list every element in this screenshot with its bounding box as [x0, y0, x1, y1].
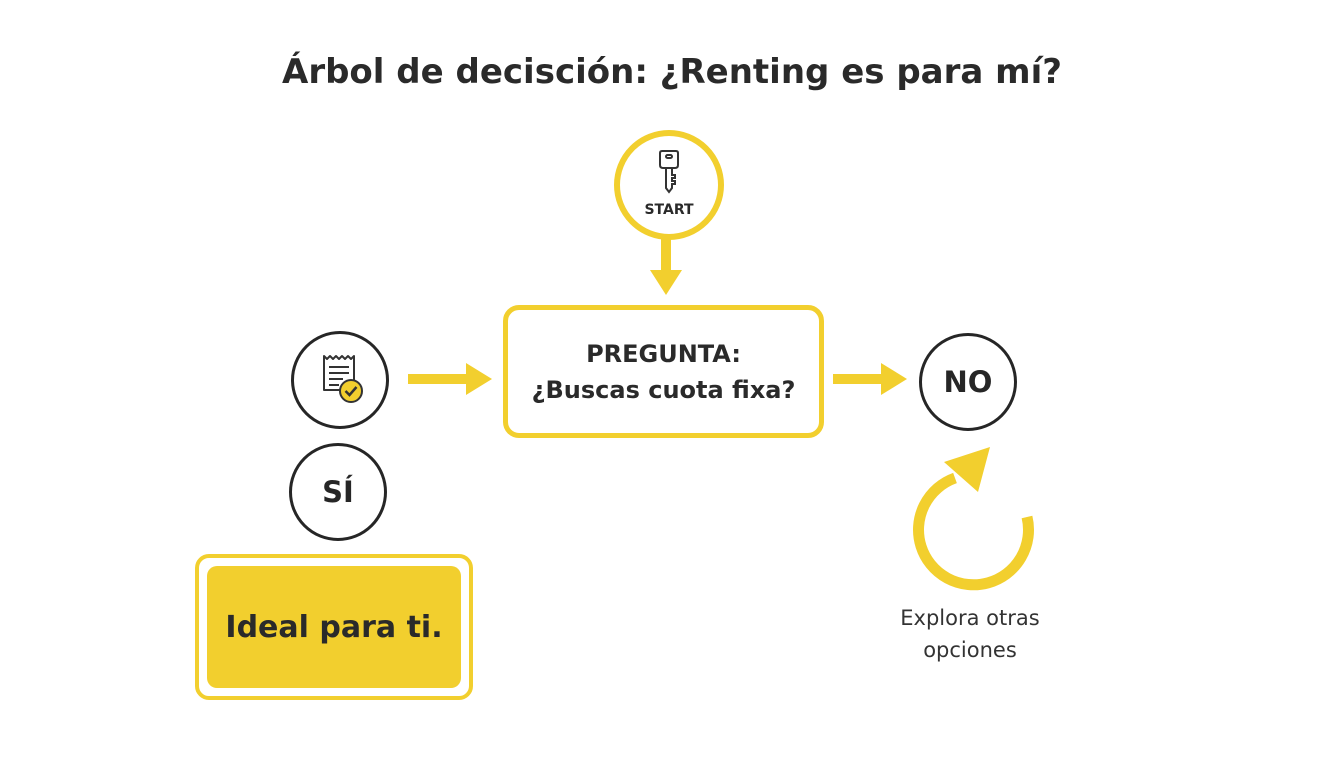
no-node: NO: [919, 333, 1017, 431]
arrow-doc-to-question: [408, 363, 492, 395]
key-icon: [659, 150, 679, 194]
document-check-node: [291, 331, 389, 429]
yes-result-text: Ideal para ti.: [207, 566, 461, 688]
start-label: START: [644, 202, 694, 218]
no-result-line1: Explora otras: [900, 606, 1040, 630]
yes-result-box: Ideal para ti.: [195, 554, 473, 700]
diagram-title: Árbol de decisción: ¿Renting es para mí?: [282, 52, 1062, 92]
refresh-arrow-icon: [913, 447, 1034, 591]
no-result-line2: opciones: [923, 638, 1017, 662]
arrow-question-to-no: [833, 363, 907, 395]
no-result-text: Explora otras opciones: [870, 602, 1070, 666]
start-node: START: [614, 130, 724, 240]
arrow-start-to-question: [650, 233, 682, 295]
question-text: ¿Buscas cuota fixa?: [531, 375, 796, 404]
yes-node: SÍ: [289, 443, 387, 541]
question-box: PREGUNTA: ¿Buscas cuota fixa?: [503, 305, 824, 438]
question-heading: PREGUNTA:: [586, 339, 741, 368]
document-check-icon: [323, 355, 363, 403]
